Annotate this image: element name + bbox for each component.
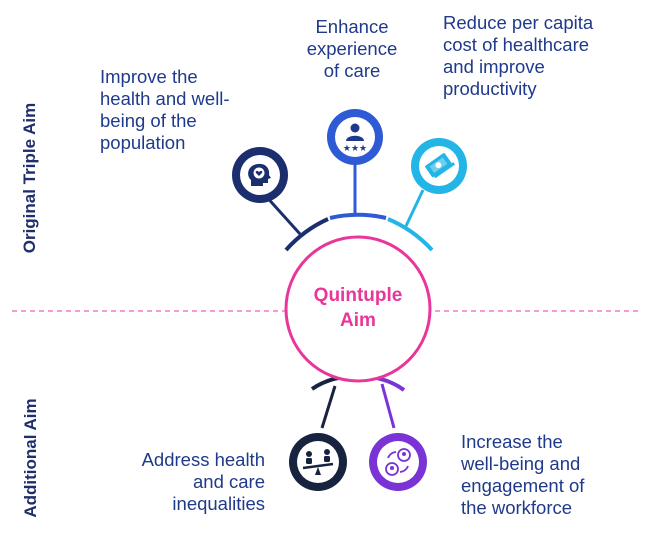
aim-line: Increase the — [461, 431, 563, 452]
aim-line: Address health — [141, 449, 265, 470]
node-cost-productivity — [411, 138, 467, 194]
connector-health-equity — [320, 385, 337, 429]
aim-line: engagement of — [461, 475, 585, 496]
connector-workforce-wellbeing — [380, 383, 396, 429]
arc-segment-cyan — [387, 217, 434, 252]
aim-line: of care — [323, 60, 381, 81]
center-title-line-1: Quintuple — [313, 285, 403, 306]
side-label-additional-aim: Additional Aim — [21, 398, 40, 518]
aim-line: experience — [306, 38, 398, 59]
aim-line: population — [100, 132, 186, 153]
aim-text-population-health: Improve the health and well- being of th… — [100, 66, 270, 154]
people-cycle-icon — [385, 448, 411, 476]
aim-line: Reduce per capita — [443, 12, 594, 33]
aim-line: and improve — [443, 56, 545, 77]
head-heart-icon — [248, 163, 271, 186]
aim-line: inequalities — [172, 493, 265, 514]
center-title-line-2: Aim — [340, 310, 376, 331]
aim-line: health and well- — [100, 88, 230, 109]
aim-text-health-equity: Address health and care inequalities — [90, 449, 265, 515]
side-label-original-triple-aim: Original Triple Aim — [20, 102, 39, 254]
aim-line: Improve the — [100, 66, 198, 87]
money-icon — [425, 153, 456, 179]
node-health-equity — [289, 433, 347, 491]
aim-line: being of the — [100, 110, 197, 131]
arc-segment-blue — [329, 212, 387, 220]
aim-line: and care — [193, 471, 265, 492]
node-care-experience: ★★★ — [327, 109, 383, 165]
aim-text-workforce-wellbeing: Increase the well-being and engagement o… — [461, 431, 641, 519]
person-stars-icon: ★★★ — [343, 123, 367, 154]
aim-line: productivity — [443, 78, 537, 99]
node-workforce-wellbeing — [369, 433, 427, 491]
arc-segment-navy — [284, 217, 329, 252]
svg-text:★★★: ★★★ — [343, 144, 367, 154]
aim-text-cost-productivity: Reduce per capita cost of healthcare and… — [443, 12, 638, 100]
center-title: Quintuple Aim — [285, 283, 431, 333]
aim-line: cost of healthcare — [443, 34, 590, 55]
aim-text-care-experience: Enhance experience of care — [262, 16, 442, 82]
connector-cost-productivity — [404, 189, 425, 227]
node-population-health — [232, 147, 288, 203]
seesaw-people-icon — [302, 449, 334, 475]
center-circle — [284, 235, 432, 383]
aim-line: well-being and — [461, 453, 581, 474]
aim-line: Enhance — [315, 16, 389, 37]
aim-line: the workforce — [461, 497, 573, 518]
